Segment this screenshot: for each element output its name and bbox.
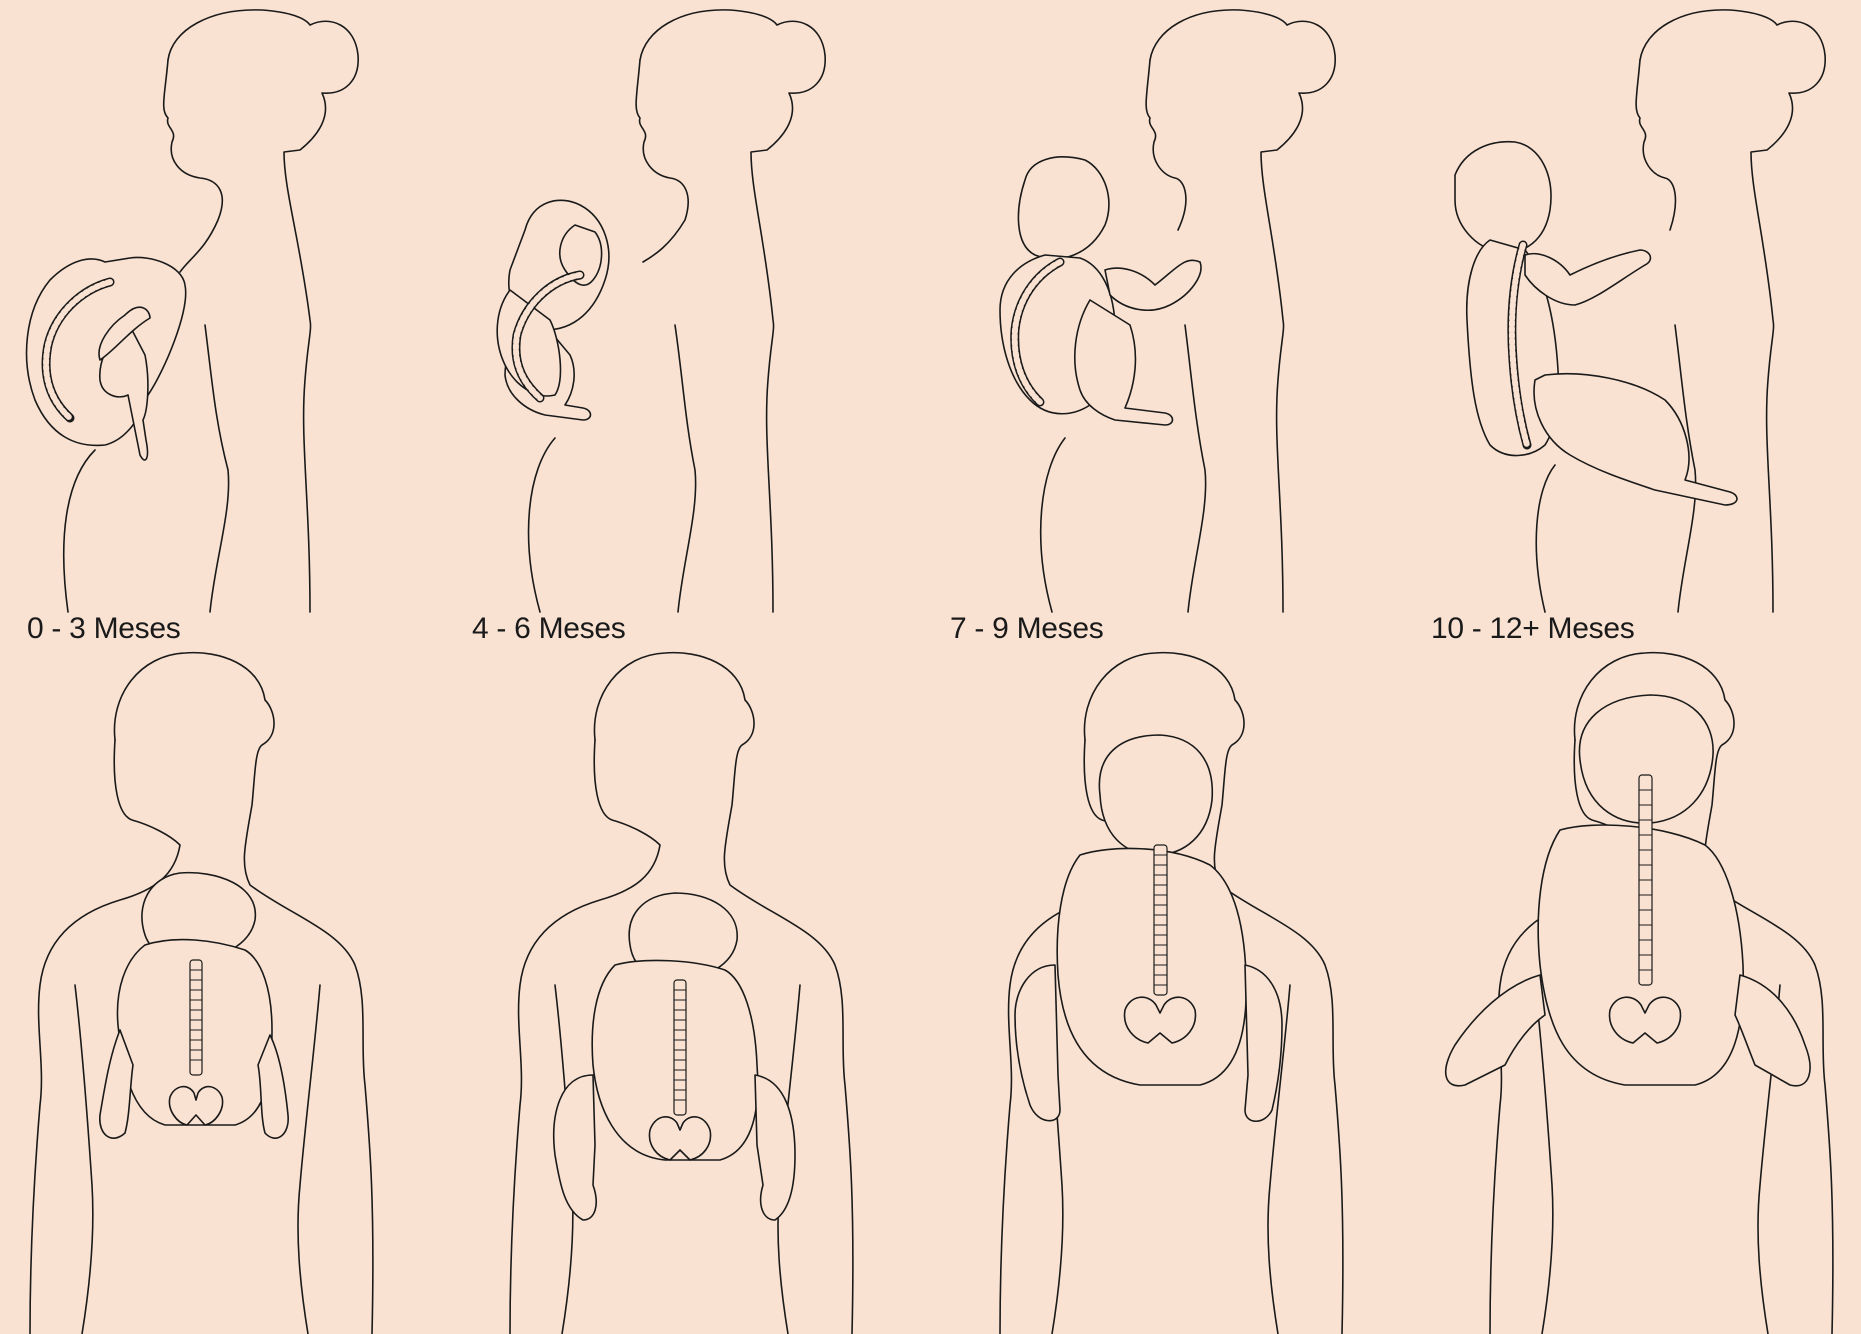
side-view-0-3-figure xyxy=(0,0,465,620)
stage-label-4-6: 4 - 6 Meses xyxy=(472,612,625,646)
spine-icon xyxy=(1639,775,1652,985)
side-view-10-12: 10 - 12+ Meses xyxy=(1395,0,1860,620)
back-view-0-3-figure xyxy=(0,645,465,1334)
back-view-7-9 xyxy=(930,645,1395,1334)
back-view-4-6 xyxy=(465,645,930,1334)
back-view-10-12 xyxy=(1395,645,1861,1334)
side-view-4-6: 4 - 6 Meses xyxy=(465,0,930,620)
back-view-7-9-figure xyxy=(930,645,1395,1334)
spine-icon xyxy=(1154,845,1167,995)
back-view-4-6-figure xyxy=(465,645,930,1334)
side-view-7-9-figure xyxy=(930,0,1395,620)
stage-label-10-12: 10 - 12+ Meses xyxy=(1431,612,1634,646)
stage-label-7-9: 7 - 9 Meses xyxy=(950,612,1103,646)
spine-icon xyxy=(190,960,202,1075)
stage-label-0-3: 0 - 3 Meses xyxy=(27,612,180,646)
back-view-0-3 xyxy=(0,645,465,1334)
spine-icon xyxy=(674,980,686,1115)
side-view-4-6-figure xyxy=(465,0,930,620)
side-view-10-12-figure xyxy=(1395,0,1860,620)
side-view-7-9: 7 - 9 Meses xyxy=(930,0,1395,620)
side-view-0-3: 0 - 3 Meses xyxy=(0,0,465,620)
back-view-10-12-figure xyxy=(1395,645,1861,1334)
